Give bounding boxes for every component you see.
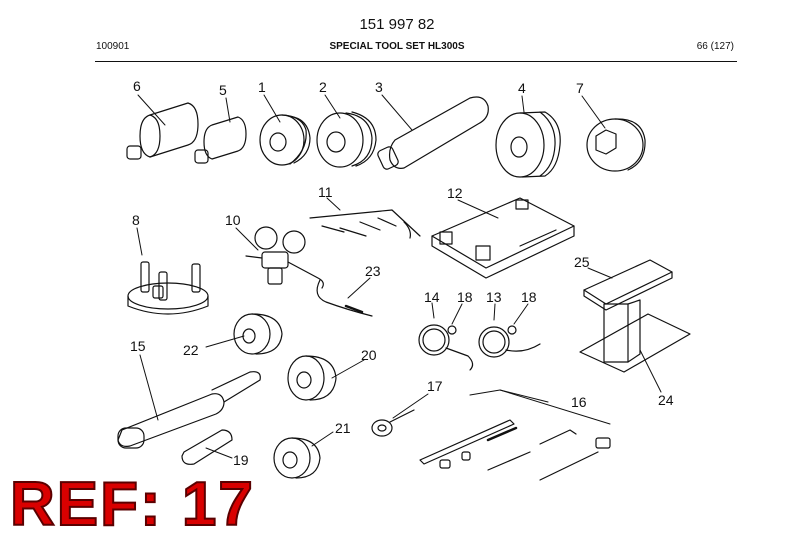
document-title: SPECIAL TOOL SET HL300S [329, 41, 465, 52]
part-label: 14 [424, 289, 440, 305]
part-16-drawing [419, 419, 611, 481]
part-12-drawing [431, 197, 575, 279]
part-label: 6 [133, 78, 141, 94]
part-label: 25 [574, 254, 590, 270]
part-label: 2 [319, 79, 327, 95]
part-label: 17 [427, 378, 443, 394]
part-8-drawing [127, 261, 209, 315]
part-1-drawing [259, 114, 311, 166]
part-label: 1 [258, 79, 266, 95]
part-19-drawing [181, 429, 233, 465]
part-label: 13 [486, 289, 502, 305]
part-17-drawing [371, 409, 415, 437]
part-label: 4 [518, 80, 526, 96]
part-label: 16 [571, 394, 587, 410]
leader-lines [136, 94, 662, 459]
header-rule [95, 61, 737, 62]
part-20-drawing [287, 355, 337, 401]
part-label: 3 [375, 79, 383, 95]
reference-label: REF: 17 [9, 470, 255, 539]
page-number: 66 (127) [696, 41, 734, 52]
part-label: 20 [361, 347, 377, 363]
part-5-drawing [194, 116, 247, 164]
part-label: 12 [447, 185, 463, 201]
part-label: 8 [132, 212, 140, 228]
part-label: 7 [576, 80, 584, 96]
part-label: 22 [183, 342, 199, 358]
part-25-24-drawing [579, 259, 691, 373]
part-3-drawing [377, 96, 489, 170]
part-label: 11 [318, 184, 333, 200]
part-label: 15 [130, 338, 146, 354]
part-numbers: 6 5 1 2 3 4 7 8 10 11 12 23 25 14 18 13 … [130, 78, 674, 468]
part-11-drawing [309, 209, 421, 239]
part-label: 24 [658, 392, 674, 408]
part-23-drawing [316, 279, 373, 317]
part-label: 18 [521, 289, 537, 305]
part-label: 19 [233, 452, 249, 468]
part-2-drawing [316, 111, 377, 168]
document-number: 151 997 82 [359, 16, 435, 33]
part-6-drawing [126, 102, 199, 160]
part-10-drawing [245, 226, 324, 289]
part-15-drawing [117, 371, 261, 449]
part-label: 21 [335, 420, 351, 436]
part-4-drawing [495, 111, 561, 178]
part-label: 18 [457, 289, 473, 305]
part-label: 23 [365, 263, 381, 279]
part-label: 10 [225, 212, 241, 228]
part-label: 5 [219, 82, 227, 98]
part-21-drawing [273, 437, 321, 479]
part-14-13-drawing [418, 324, 541, 371]
part-7-drawing [586, 118, 646, 172]
document-code: 100901 [96, 41, 130, 52]
part-22-drawing [233, 313, 283, 355]
